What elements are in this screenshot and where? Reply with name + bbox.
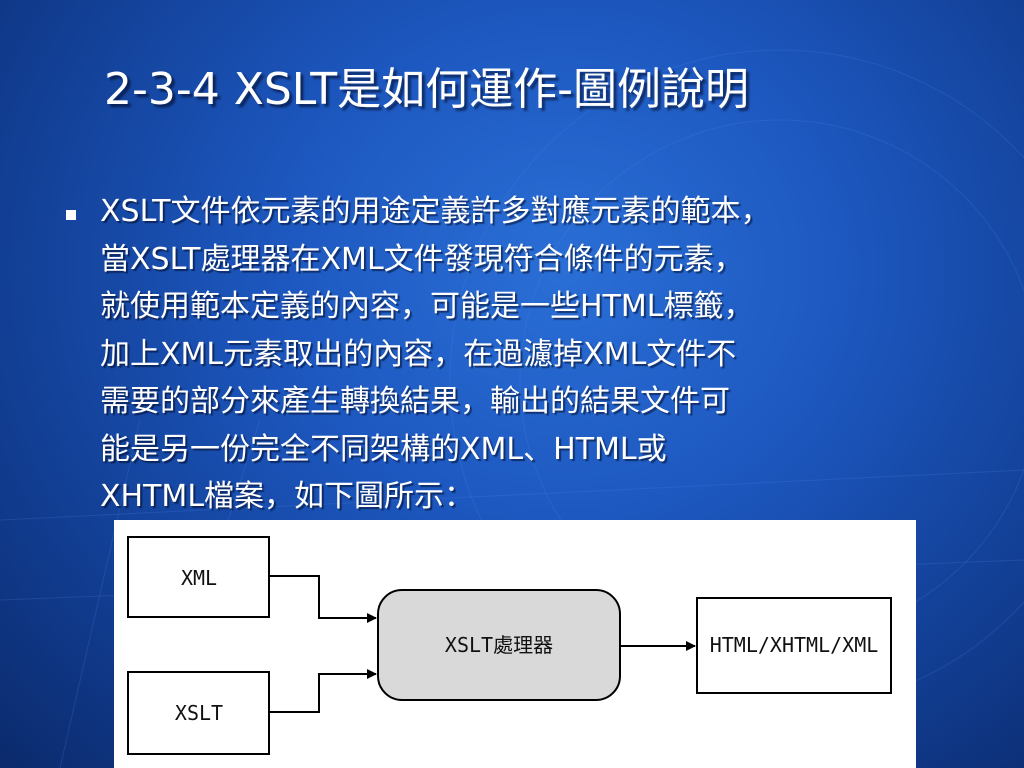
xslt-processor-label: XSLT處理器 xyxy=(445,633,553,657)
bullet-text-line: 能是另一份完全不同架構的XML、HTML或 xyxy=(100,431,667,467)
xslt-to-processor-arrow xyxy=(269,669,377,713)
xslt-input-label: XSLT xyxy=(175,701,223,725)
output-box xyxy=(696,597,892,694)
bullet-text-line: 需要的部分來產生轉換結果，輸出的結果文件可 xyxy=(100,384,730,419)
bullet-text: XSLT文件依元素的用途定義許多對應元素的範本， 當XSLT處理器在XML文件發… xyxy=(100,188,960,521)
bullet-text-line: XSLT文件依元素的用途定義許多對應元素的範本， xyxy=(100,194,771,229)
xslt-input-box xyxy=(127,671,270,755)
bullet-text-line: 加上XML元素取出的內容，在過濾掉XML文件不 xyxy=(100,336,737,372)
xml-input-label: XML xyxy=(181,566,217,590)
slide-title: 2-3-4 XSLT是如何運作-圖例說明 xyxy=(104,64,750,115)
bullet-text-line: 就使用範本定義的內容，可能是一些HTML標籤， xyxy=(100,289,754,324)
xslt-flow-diagram: XML XSLT XSLT處理器 HTML/XHTML/XML xyxy=(114,520,916,768)
bullet-text-line: 當XSLT處理器在XML文件發現符合條件的元素， xyxy=(100,241,744,277)
bullet-text-line: XHTML檔案，如下圖所示： xyxy=(100,479,475,514)
xml-input-box xyxy=(127,536,270,618)
output-label: HTML/XHTML/XML xyxy=(710,633,879,657)
xml-to-processor-arrow xyxy=(269,575,377,623)
square-bullet-icon xyxy=(66,210,76,220)
